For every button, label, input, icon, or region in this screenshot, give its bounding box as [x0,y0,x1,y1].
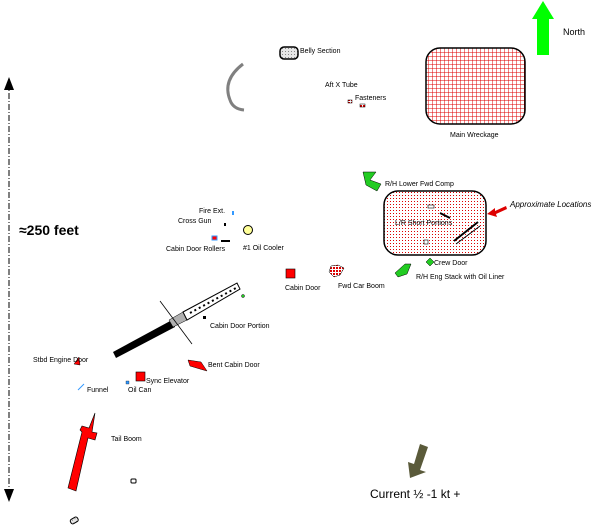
label-bent-cabin-door: Bent Cabin Door [208,362,260,369]
short-portions-area [383,190,487,256]
label-fasteners: Fasteners [355,95,387,102]
roller-bar [221,240,230,242]
oil-can-shape [125,380,130,385]
rh-eng-stack-shape [394,263,412,278]
label-tail-boom: Tail Boom [111,436,142,443]
piece [455,225,481,245]
current-arrow-icon [408,444,428,478]
label-cabin-door-portion: Cabin Door Portion [210,323,270,330]
small-green-piece [241,294,245,298]
sync-elevator-shape [135,371,146,382]
label-short-portions: L/R Short Portions [395,220,453,227]
label-aft-x-tube: Aft X Tube [325,82,358,89]
scale-bar [4,77,14,502]
belly-section-shape [279,46,299,60]
label-fwd-boom: Fwd Car Boom [338,283,385,290]
scale-label: ≈250 feet [19,222,79,238]
label-funnel: Funnel [87,387,109,394]
label-cross-gun: Cross Gun [178,218,212,225]
piece [453,221,479,242]
label-crew-door: Crew Door [434,260,468,267]
north-label: North [563,27,586,37]
cabin-door-rollers-shape [211,235,218,241]
bent-cabin-door-shape [187,359,208,372]
label-stbd-engine-door: Stbd Engine Door [33,357,89,364]
label-cabin-door-rollers: Cabin Door Rollers [166,246,226,253]
tail-boom-shape [113,282,241,358]
piece [423,239,429,245]
crew-door-shape [425,257,435,267]
oil-cooler-shape [243,225,253,235]
cabin-door-shape [285,268,296,279]
cabin-door-portion-shape [203,316,206,319]
fwd-boom-shape [328,264,345,278]
north-arrow-icon [532,1,554,55]
fastener-1 [347,99,353,104]
piece [439,212,451,219]
label-cabin-door: Cabin Door [285,285,321,292]
label-oil-can: Oil Can [128,387,152,394]
label-main-wreckage: Main Wreckage [450,132,499,139]
label-oil-cooler: #1 Oil Cooler [243,245,284,252]
fastener-2 [359,103,366,108]
approx-arrow-icon [487,206,507,217]
label-rh-eng-stack: R/H Eng Stack with Oil Liner [416,274,505,281]
label-sync-elevator: Sync Elevator [146,378,190,385]
arc-debris [226,62,245,112]
funnel-shape [77,383,85,391]
label-belly-section: Belly Section [300,48,341,55]
stbd-engine-door-shape [73,356,81,366]
rh-lower-comp-shape [362,171,382,192]
cross-gun-shape [224,223,226,226]
small-piece-1 [130,478,137,484]
piece [427,204,435,209]
small-piece-2 [69,516,79,525]
fire-ext-shape [232,211,234,215]
label-fire-ext: Fire Ext. [199,208,226,215]
tail-section-shape [67,412,98,492]
current-label: Current ½ -1 kt + [370,487,461,501]
label-rh-lower-comp: R/H Lower Fwd Comp [385,181,454,188]
approx-label: Approximate Locations [510,200,592,209]
main-wreckage-shape [425,47,526,125]
